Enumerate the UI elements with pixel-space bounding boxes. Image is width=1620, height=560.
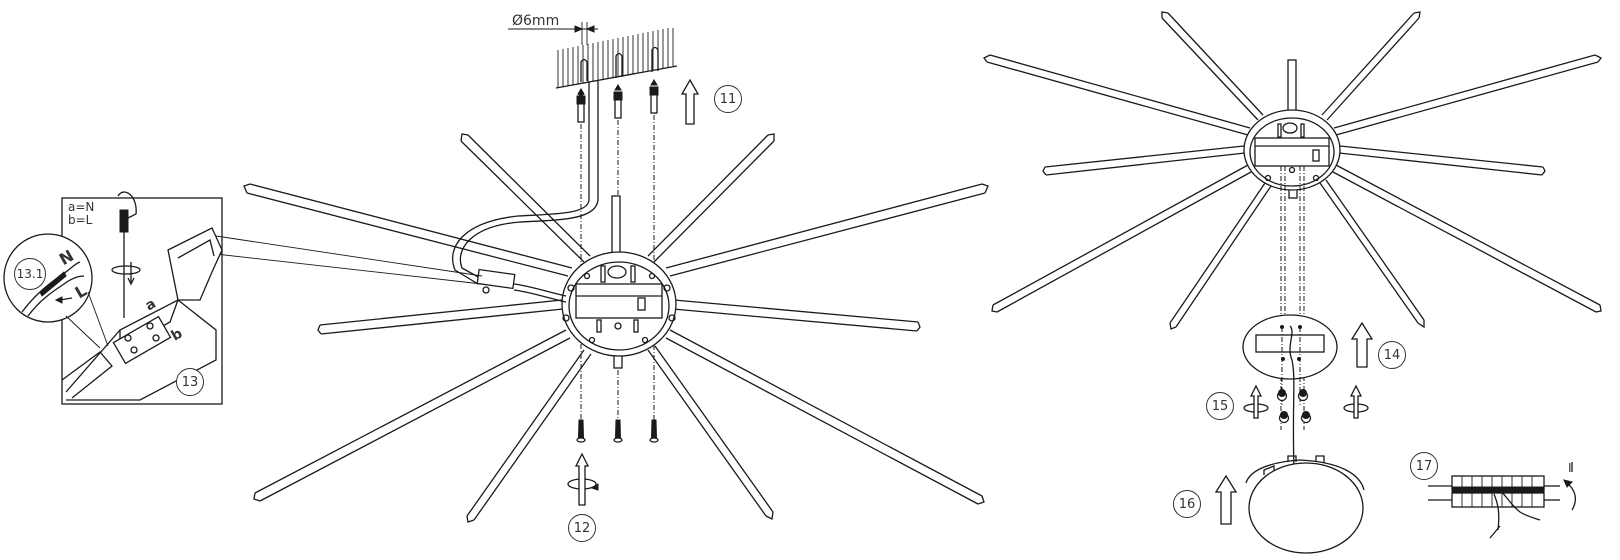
hand-icon [1489,489,1541,539]
step-14-badge: 14 [1378,341,1406,369]
power-cable [452,199,599,303]
up-arrow-icon [1214,474,1238,525]
switch-on-label: I [1568,461,1572,475]
step-13-badge: 13 [176,368,204,396]
canopy-cover [1245,455,1365,554]
circuit-breaker-icon [1428,475,1560,539]
step-15-badge: 15 [1206,392,1234,420]
dimension-marker [508,22,598,45]
step-12-badge: 12 [568,514,596,542]
up-arrow-icon [1350,321,1374,368]
step-11-badge: 11 [714,85,742,113]
screwdriver-icon [117,191,137,318]
wiring-legend-a: a=N [68,200,95,214]
rotate-arrow-icon [567,452,599,506]
wiring-legend-b: b=L [68,213,93,227]
up-arrow-icon [680,78,700,125]
step-16-badge: 16 [1173,490,1201,518]
step-17-badge: 17 [1410,452,1438,480]
dimension-label: Ø6mm [512,13,560,29]
canopy-hub-left [561,251,677,357]
canopy-hub-right [1243,109,1341,191]
rotate-arrow-icon [1243,384,1369,419]
wiring-inset [61,191,223,405]
detail-magnifier [3,233,109,349]
lamp-arms-right [983,11,1602,330]
wall-anchor-icon [576,79,659,123]
nut-icon [1276,389,1312,424]
screw-icon [576,419,659,443]
step-13-1-badge: 13.1 [14,258,46,290]
curved-arrow-icon [1563,462,1577,511]
wall-section [555,28,678,200]
